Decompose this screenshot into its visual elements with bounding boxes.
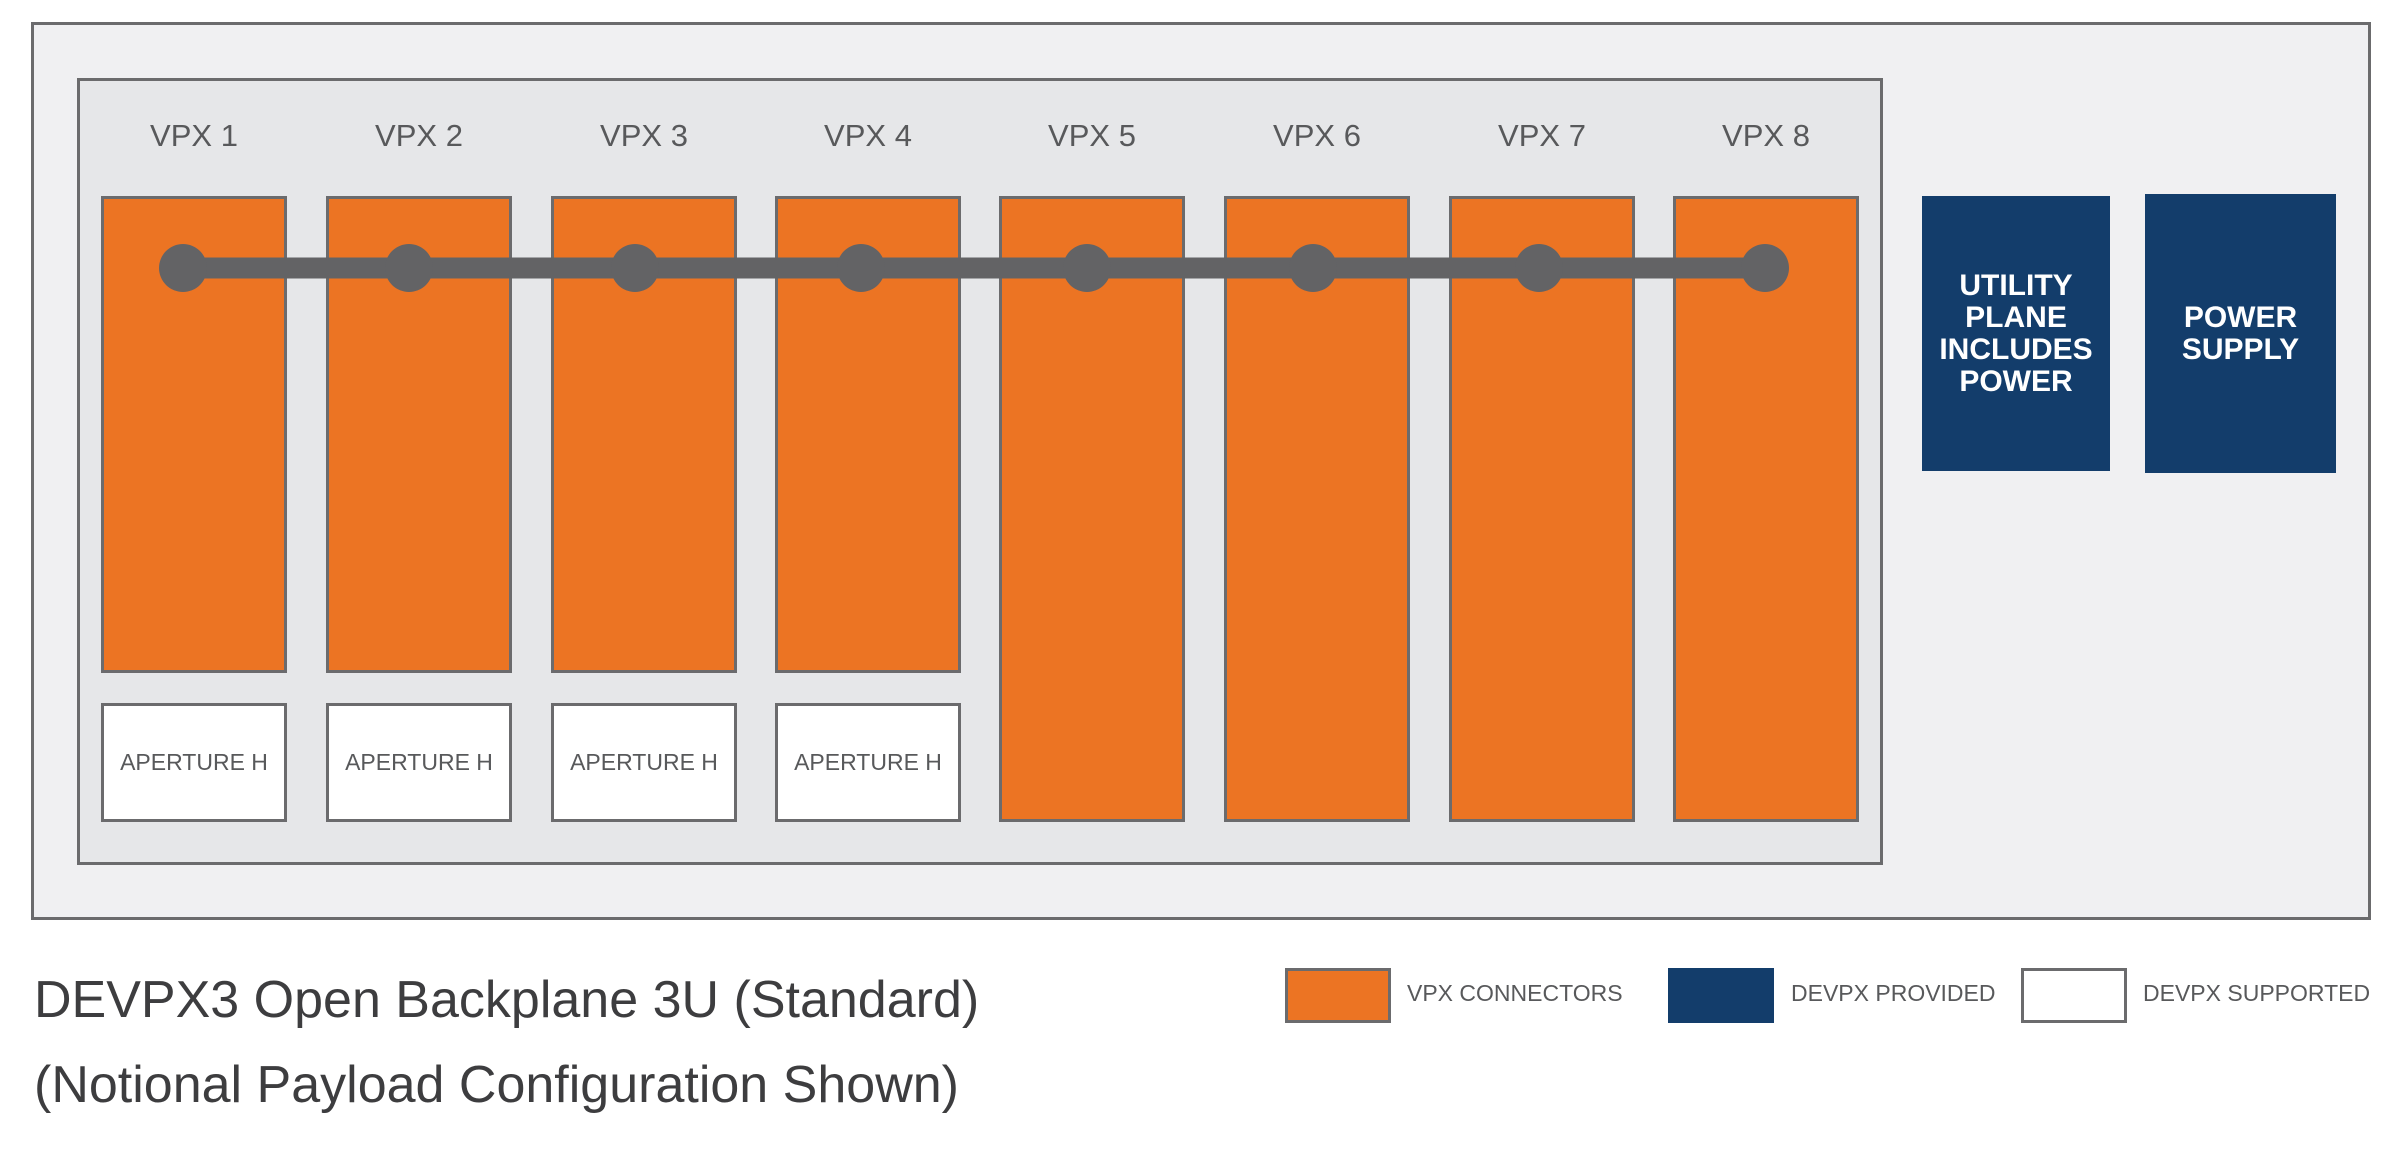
slot-label-vpx-4: VPX 4 (824, 118, 912, 153)
slot-label-vpx-3: VPX 3 (600, 118, 688, 153)
vpx-slot-8 (1673, 196, 1859, 822)
legend-label-vpx-connectors: VPX CONNECTORS (1407, 980, 1623, 1006)
vpx-slot-7 (1449, 196, 1635, 822)
slot-label-vpx-7: VPX 7 (1498, 118, 1586, 153)
vpx-slot-2 (326, 196, 512, 673)
vpx-slot-4 (775, 196, 961, 673)
vpx-slot-3 (551, 196, 737, 673)
vpx-slot-5 (999, 196, 1185, 822)
aperture-h-slot-3: APERTURE H (551, 703, 737, 822)
power-supply-box: POWER SUPPLY (2145, 194, 2336, 473)
aperture-h-slot-2: APERTURE H (326, 703, 512, 822)
legend-swatch-vpx-connectors (1285, 968, 1391, 1023)
legend-label-devpx-supported: DEVPX SUPPORTED (2143, 980, 2371, 1006)
aperture-h-slot-1: APERTURE H (101, 703, 287, 822)
legend-swatch-devpx-provided (1668, 968, 1774, 1023)
diagram-title: DEVPX3 Open Backplane 3U (Standard) (34, 971, 980, 1029)
slot-label-vpx-8: VPX 8 (1722, 118, 1810, 153)
slot-label-vpx-2: VPX 2 (375, 118, 463, 153)
legend-swatch-devpx-supported (2021, 968, 2127, 1023)
slot-label-vpx-5: VPX 5 (1048, 118, 1136, 153)
legend-label-devpx-provided: DEVPX PROVIDED (1791, 980, 1996, 1006)
vpx-slot-6 (1224, 196, 1410, 822)
slot-label-vpx-6: VPX 6 (1273, 118, 1361, 153)
vpx-slot-1 (101, 196, 287, 673)
diagram-subtitle: (Notional Payload Configuration Shown) (34, 1056, 959, 1114)
utility-plane-box: UTILITY PLANE INCLUDES POWER (1922, 196, 2110, 471)
slot-label-vpx-1: VPX 1 (150, 118, 238, 153)
aperture-h-slot-4: APERTURE H (775, 703, 961, 822)
